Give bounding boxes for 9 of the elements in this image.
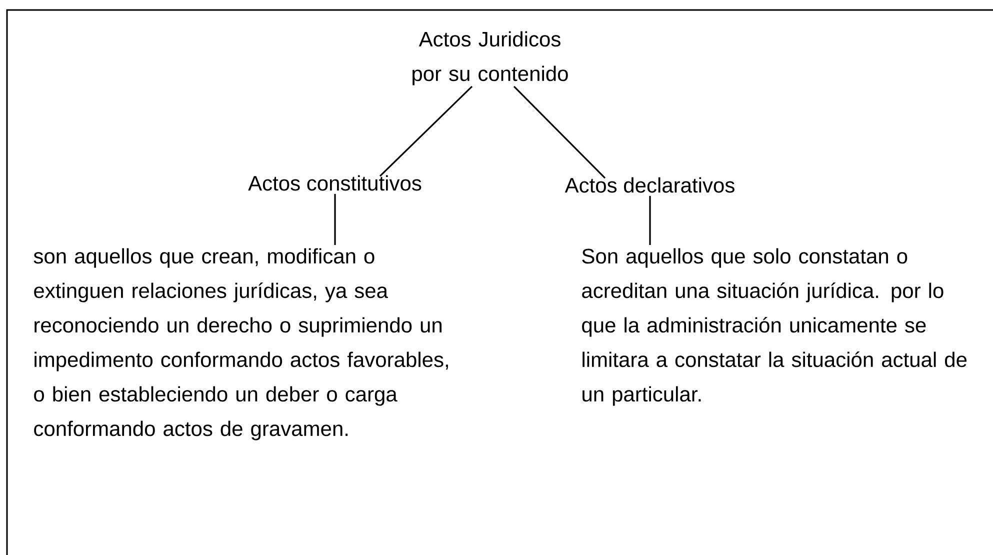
category-label: Actos declarativos: [564, 177, 734, 193]
description-text: Son aquellos que solo constatan o acreditan una situación jurídica. por lo que la administración unicamente se limitara a constatar la situación actual de un particular.: [582, 248, 967, 406]
title-text: Actos Juridicos por su contenido: [412, 31, 568, 86]
category-label: Actos constitutivos: [248, 175, 422, 191]
connector-line: [513, 86, 606, 179]
connector-line: [649, 196, 651, 245]
connector-line: [334, 194, 336, 245]
connector-line: [379, 86, 473, 177]
description-text: son aquellos que crean, modifican o extinguen relaciones jurídicas, ya sea reconociendo un derecho o suprimiendo un impedimento conformando actos favorables, o bien estableciendo un deber o carga conformando actos de gravamen.: [34, 248, 448, 440]
